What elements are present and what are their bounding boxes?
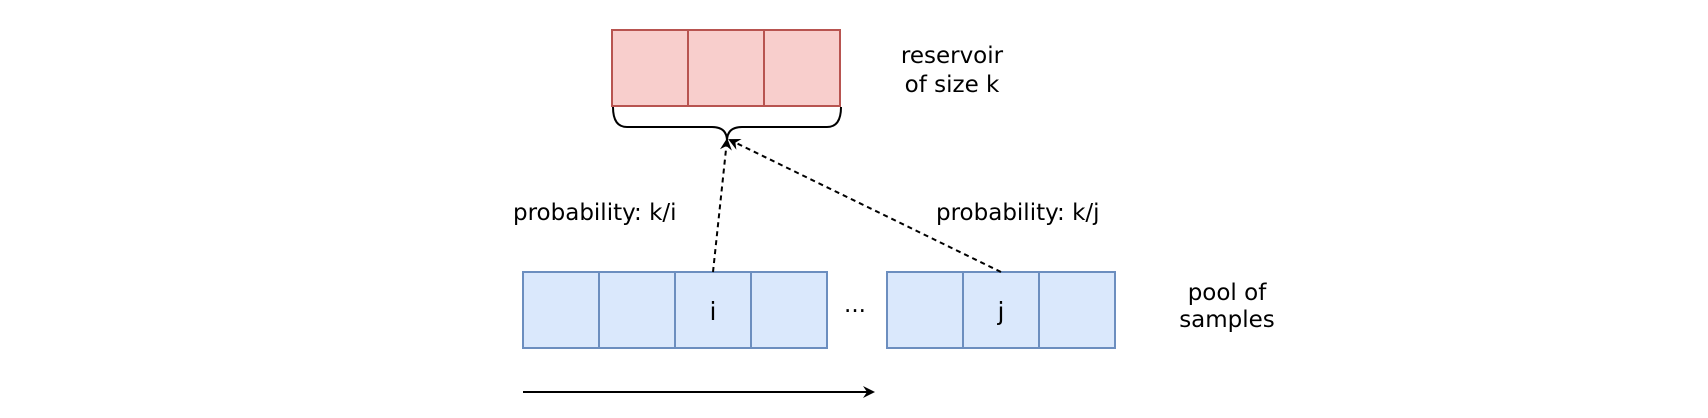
pool-label-line1: pool of bbox=[1188, 280, 1268, 306]
reservoir-cell bbox=[687, 29, 765, 107]
arrow-from-i bbox=[712, 138, 732, 273]
probability-label-i: probability: k/i bbox=[513, 200, 677, 226]
pool-label-line2: samples bbox=[1179, 307, 1275, 333]
pool-cell-j bbox=[962, 271, 1040, 349]
reservoir-cell bbox=[611, 29, 689, 107]
pool-cell bbox=[522, 271, 600, 349]
pool-cell-i bbox=[674, 271, 752, 349]
pool-cell-label-i: i bbox=[710, 297, 717, 326]
reservoir-cell bbox=[763, 29, 841, 107]
reservoir-label-line1: reservoir bbox=[901, 43, 1004, 69]
pool-cell bbox=[886, 271, 964, 349]
pool-cell bbox=[598, 271, 676, 349]
reservoir-array bbox=[611, 29, 841, 107]
pool-right-group: j bbox=[886, 271, 1116, 349]
reservoir-label-line2: of size k bbox=[905, 72, 1000, 98]
pool-left-group: i bbox=[522, 271, 828, 349]
pool-cell bbox=[1038, 271, 1116, 349]
pool-cell bbox=[750, 271, 828, 349]
reservoir-brace bbox=[612, 106, 842, 142]
pool-ellipsis: ... bbox=[844, 292, 866, 318]
probability-label-j: probability: k/j bbox=[936, 200, 1100, 226]
pool-cell-label-j: j bbox=[997, 297, 1005, 326]
